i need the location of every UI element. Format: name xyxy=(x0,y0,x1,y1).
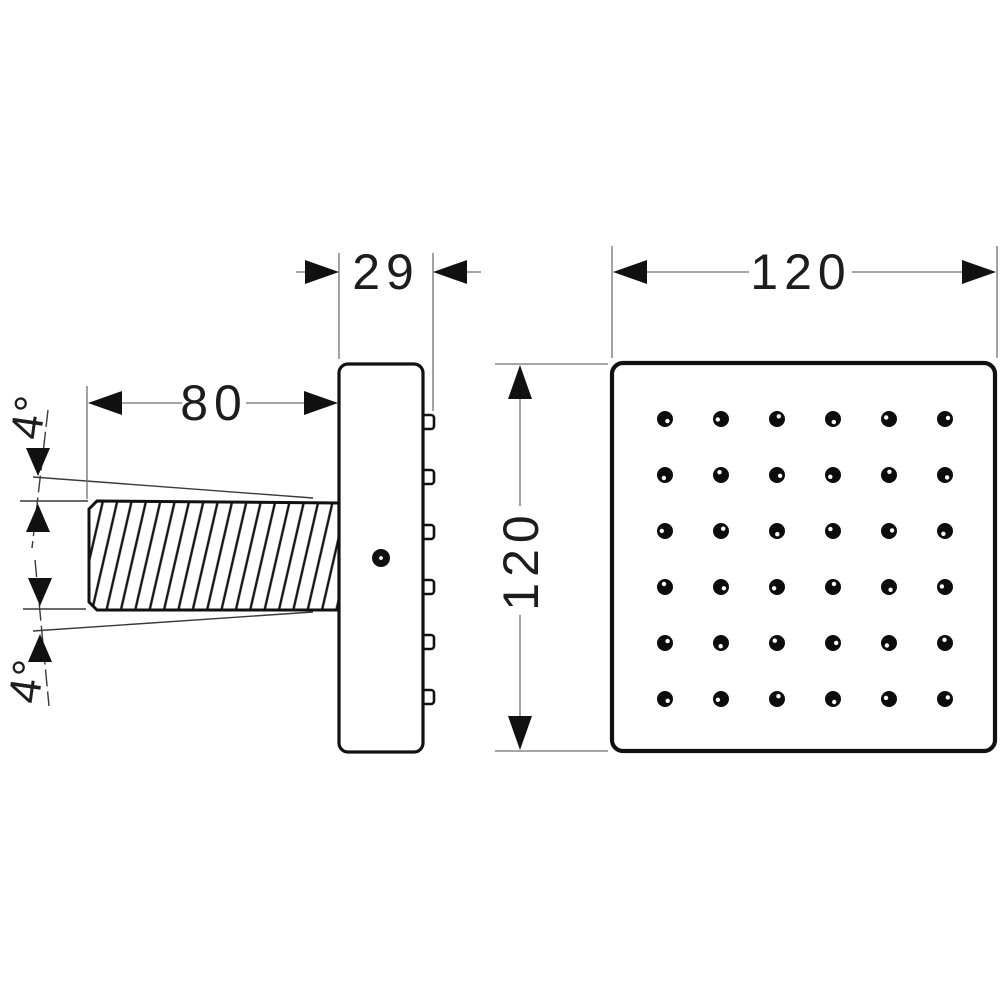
nozzle xyxy=(769,523,785,539)
arrowhead-right-icon xyxy=(305,260,339,284)
spray-arm xyxy=(87,499,341,612)
nozzle xyxy=(769,635,785,651)
nozzle xyxy=(881,523,897,539)
nozzle xyxy=(657,579,673,595)
nozzle xyxy=(769,467,785,483)
spray-line-bottom xyxy=(32,611,314,632)
dim-height-label: 120 xyxy=(493,509,549,610)
nozzle xyxy=(881,467,897,483)
dim-depth: 29 xyxy=(296,244,481,411)
front-view xyxy=(609,360,998,754)
nozzle xyxy=(881,579,897,595)
nozzle xyxy=(713,579,729,595)
arrowhead-down-icon xyxy=(28,578,52,606)
nozzle-grid xyxy=(657,411,953,707)
nozzle xyxy=(937,467,953,483)
nozzle xyxy=(937,635,953,651)
nozzle xyxy=(825,523,841,539)
arrowhead-left-icon xyxy=(88,391,122,415)
nozzle xyxy=(657,691,673,707)
nozzle xyxy=(825,691,841,707)
nozzle xyxy=(713,635,729,651)
angle-bottom: 4° xyxy=(0,559,54,706)
arrowhead-up-icon xyxy=(508,365,532,399)
arrowhead-up-icon xyxy=(26,504,50,532)
nozzle xyxy=(825,467,841,483)
nozzle xyxy=(937,411,953,427)
spray-line-top xyxy=(32,476,314,499)
nozzle xyxy=(713,467,729,483)
faceplate xyxy=(609,360,998,754)
arrowhead-up-icon xyxy=(28,634,52,662)
nozzle xyxy=(713,691,729,707)
arrowhead-down-icon xyxy=(26,448,50,476)
arrowhead-right-icon xyxy=(962,260,996,284)
dim-arm-label: 80 xyxy=(180,375,248,431)
nozzle xyxy=(713,411,729,427)
dim-depth-label: 29 xyxy=(352,244,420,300)
nozzle xyxy=(769,691,785,707)
dim-height: 120 xyxy=(493,363,608,752)
nozzle xyxy=(881,411,897,427)
angle-top: 4° xyxy=(2,392,57,549)
arrowhead-right-icon xyxy=(304,391,338,415)
nozzle xyxy=(825,579,841,595)
arrowhead-left-icon xyxy=(433,260,467,284)
nozzle xyxy=(657,467,673,483)
arrowhead-down-icon xyxy=(508,716,532,750)
nozzle xyxy=(825,635,841,651)
angle-bottom-label: 4° xyxy=(0,656,54,706)
arrowhead-left-icon xyxy=(613,260,647,284)
dim-arm-length: 80 xyxy=(86,375,338,499)
screw-dot xyxy=(372,549,390,567)
nozzle xyxy=(937,579,953,595)
nozzle xyxy=(881,635,897,651)
nozzle xyxy=(937,691,953,707)
dim-width-label: 120 xyxy=(750,244,851,300)
side-view xyxy=(20,362,436,754)
nozzle xyxy=(825,411,841,427)
nozzle xyxy=(713,523,729,539)
nozzle xyxy=(657,411,673,427)
dim-width: 120 xyxy=(611,244,998,358)
angle-top-label: 4° xyxy=(2,392,57,442)
spray-angle-reference-lines xyxy=(20,476,314,632)
nozzle xyxy=(881,691,897,707)
nozzle xyxy=(769,579,785,595)
nozzle xyxy=(769,411,785,427)
nozzle xyxy=(657,635,673,651)
nozzle xyxy=(937,523,953,539)
nozzle xyxy=(657,523,673,539)
